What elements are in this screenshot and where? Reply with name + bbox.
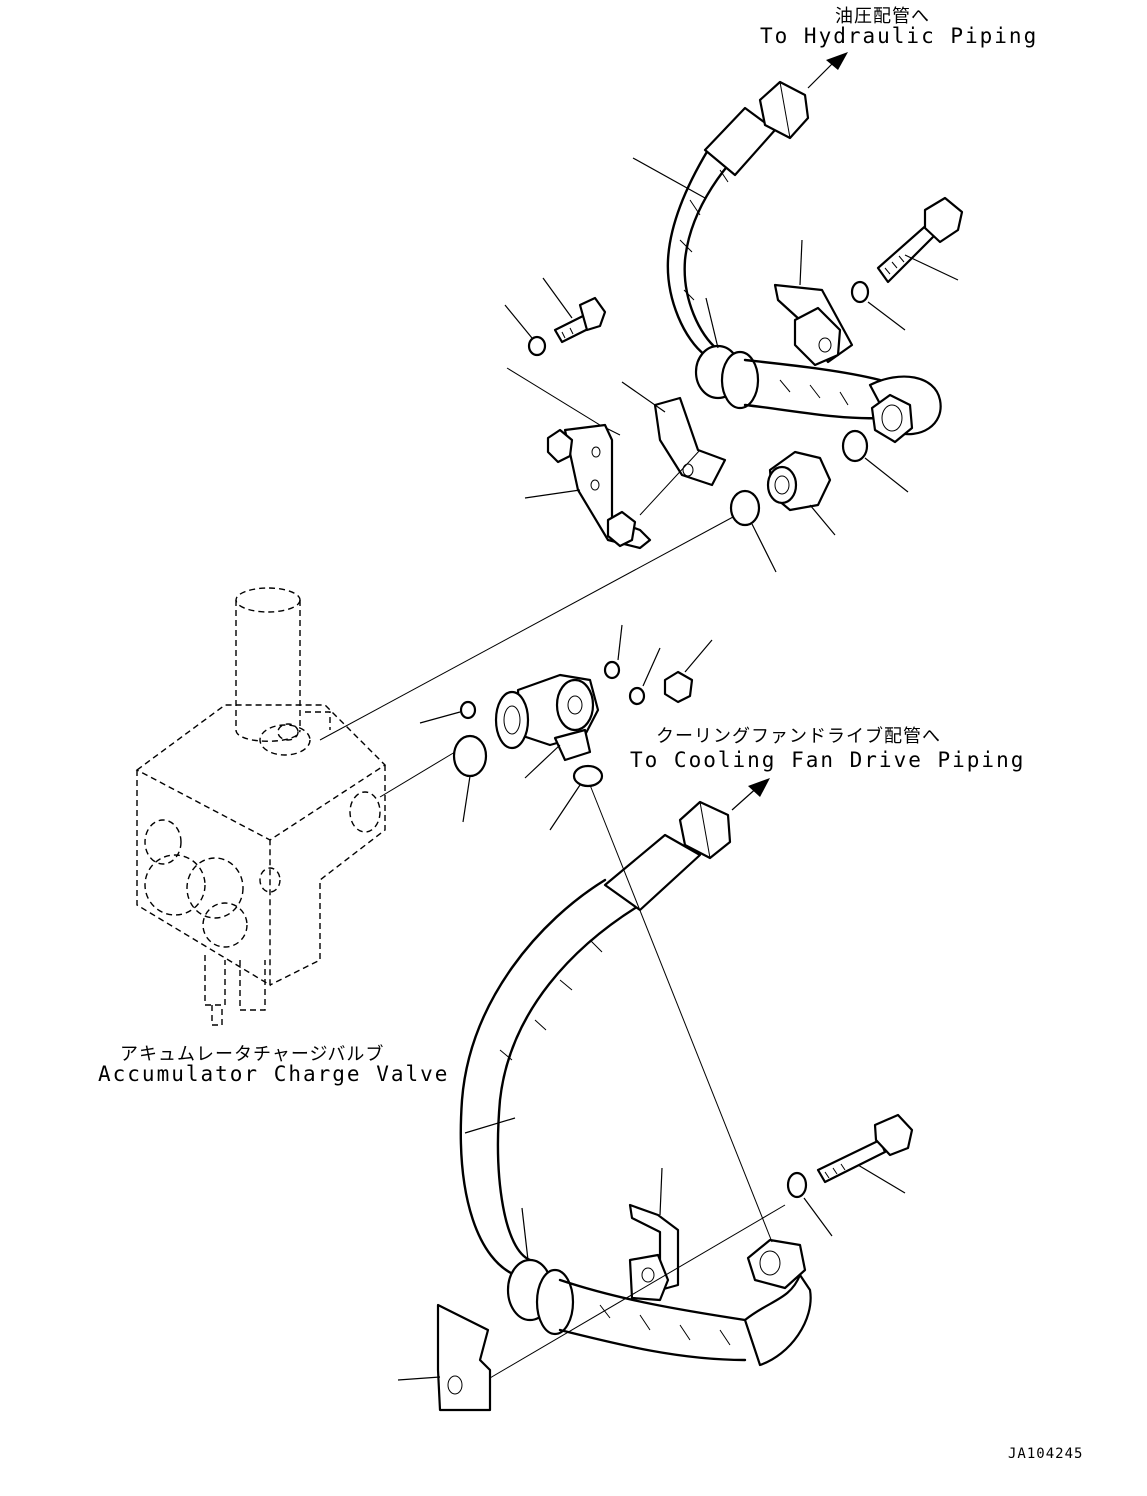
elbow-fitting (494, 673, 600, 779)
small-o-rings (379, 624, 713, 831)
washer-upper-right (850, 280, 906, 331)
cooling-label-en: To Cooling Fan Drive Piping (630, 748, 1026, 772)
bolt-upper-left (504, 277, 621, 436)
hydraulic-label-en: To Hydraulic Piping (760, 24, 1039, 48)
o-rings-upper (729, 429, 909, 573)
lower-hose (459, 778, 812, 1367)
bolt-lower (786, 1113, 914, 1237)
bracket-upper (524, 423, 652, 550)
drawing-id: JA104245 (1008, 1446, 1084, 1462)
accumulator-charge-valve (135, 587, 387, 1026)
union-fitting (766, 450, 836, 536)
bracket-lower (397, 1303, 492, 1412)
upper-hose (632, 52, 942, 444)
cooling-label-jp: クーリングファンドライブ配管へ (656, 726, 941, 747)
hydraulic-label-jp: 油圧配管へ (835, 6, 930, 27)
clamp-middle (621, 381, 727, 516)
clamp-upper-right (773, 239, 854, 367)
valve-label-jp: アキュムレータチャージバルブ (120, 1044, 385, 1065)
valve-label-en: Accumulator Charge Valve (98, 1062, 450, 1086)
clamp-lower (477, 1167, 786, 1386)
bolt-upper-right (876, 196, 964, 284)
